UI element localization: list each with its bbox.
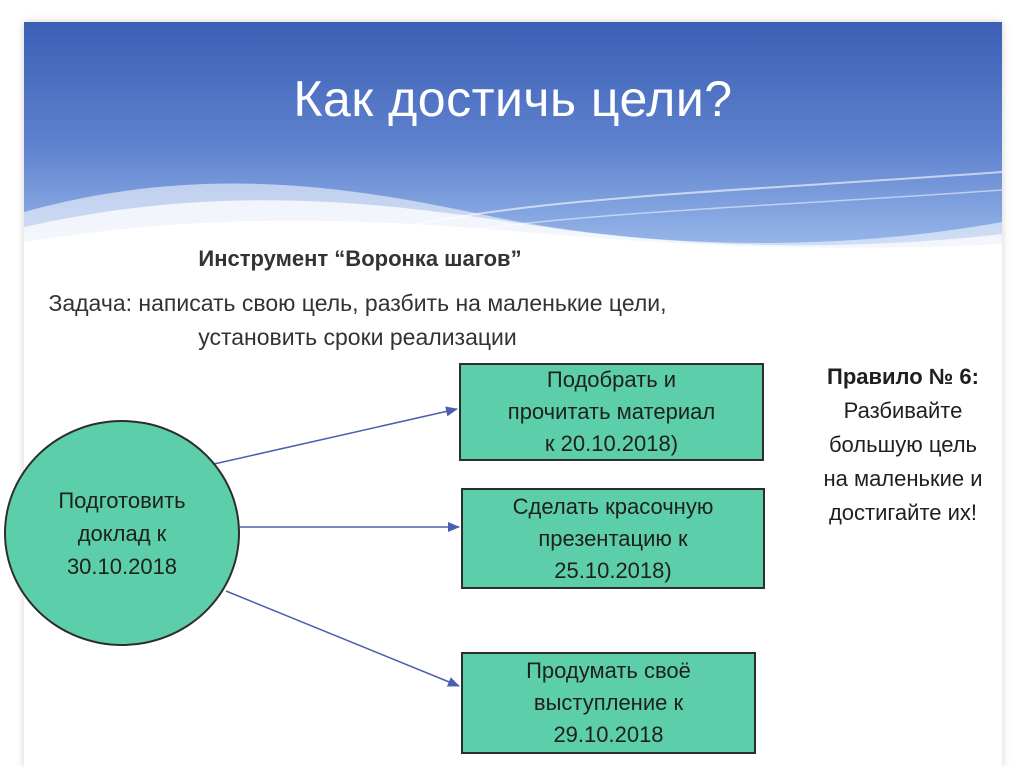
slide-header [24,22,1002,250]
step-2-line-2: презентацию к [538,525,688,551]
rule-line-2: большую цель [828,432,978,457]
rule-line-4: достигайте их! [828,500,978,525]
step-2-line-3: 25.10.2018) [554,557,672,583]
step-node-3: Продумать своё выступление к 29.10.2018 [461,652,756,754]
task-text: Задача: написать свою цель, разбить на м… [0,286,715,354]
goal-line-2: доклад к [77,520,167,546]
header-wave-background [24,22,1002,250]
step-3-line-1: Продумать своё [526,658,691,683]
arrow-to-step-1 [213,406,458,465]
step-1-line-3: к 20.10.2018) [544,431,679,456]
arrow-to-step-3 [225,590,460,687]
step-2-line-1: Сделать красочную [512,493,714,519]
step-1-line-1: Подобрать и [546,367,677,392]
step-node-1: Подобрать и прочитать материал к 20.10.2… [459,363,764,461]
task-line-2: установить сроки реализации [198,324,517,350]
rule-line-3: на маленькие и [823,466,983,491]
goal-line-3: 30.10.2018 [66,553,178,579]
step-3-line-2: выступление к [533,690,684,715]
step-node-2: Сделать красочную презентацию к 25.10.20… [461,488,765,589]
task-line-1: Задача: написать свою цель, разбить на м… [48,290,667,316]
step-3-line-3: 29.10.2018 [553,722,664,747]
rule-note: Правило № 6: Разбивайте большую цель на … [793,360,1013,530]
goal-line-1: Подготовить [58,487,186,513]
slide-title: Как достичь цели? [293,71,733,127]
step-1-line-2: прочитать материал [507,399,716,424]
tool-title: Инструмент “Воронка шагов” [198,246,522,271]
rule-line-1: Разбивайте [843,398,963,423]
goal-node: Подготовить доклад к 30.10.2018 [4,420,240,646]
rule-title: Правило № 6: [827,364,979,389]
